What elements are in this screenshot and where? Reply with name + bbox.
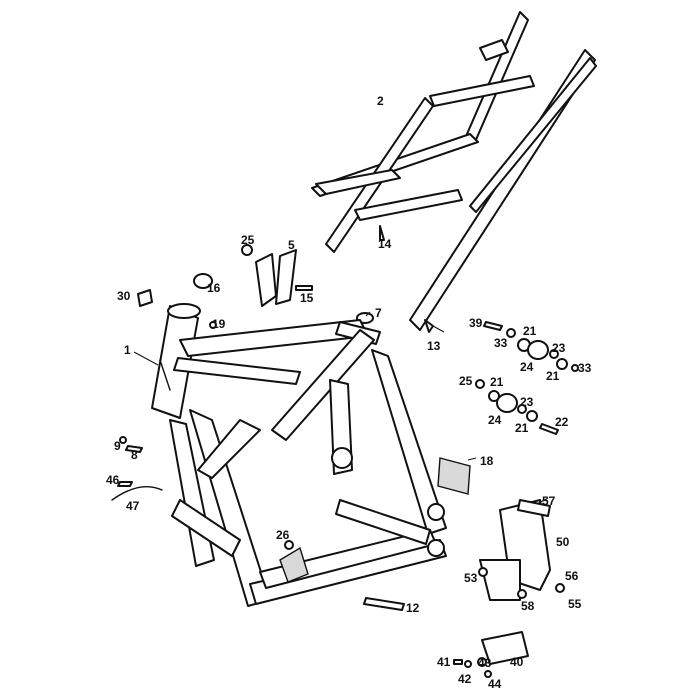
subframe-part — [311, 11, 597, 331]
callout-39: 39 — [469, 316, 483, 330]
callout-25a: 25 — [241, 233, 255, 247]
callout-21c: 21 — [490, 375, 504, 389]
callout-30: 30 — [117, 289, 131, 303]
callout-44: 44 — [488, 677, 502, 691]
callout-25b: 25 — [459, 374, 473, 388]
callout-5: 5 — [288, 238, 295, 252]
callout-16: 16 — [207, 281, 221, 295]
leader-lines — [133, 311, 549, 505]
callout-12: 12 — [406, 601, 420, 615]
callout-18: 18 — [480, 454, 494, 468]
callout-23b: 23 — [520, 395, 534, 409]
main-frame-part — [151, 303, 471, 607]
callout-21d: 21 — [515, 421, 529, 435]
callout-1: 1 — [124, 343, 131, 357]
callout-13: 13 — [427, 339, 441, 353]
callout-21a: 21 — [523, 324, 537, 338]
callout-58: 58 — [521, 599, 535, 613]
callout-55: 55 — [568, 597, 582, 611]
callout-46: 46 — [106, 473, 120, 487]
callout-33a: 33 — [494, 336, 508, 350]
swingarm-hardware — [475, 321, 579, 435]
callout-41: 41 — [437, 655, 451, 669]
lower-hardware — [111, 436, 565, 678]
callout-2: 2 — [377, 94, 384, 108]
callout-47: 47 — [126, 499, 140, 513]
callout-21b: 21 — [546, 369, 560, 383]
callout-53: 53 — [464, 571, 478, 585]
fasteners-upper — [137, 225, 434, 333]
callout-24b: 24 — [488, 413, 502, 427]
callout-43: 43 — [478, 656, 492, 670]
callout-24a: 24 — [520, 360, 534, 374]
callout-56: 56 — [565, 569, 579, 583]
callout-7: 7 — [375, 306, 382, 320]
callout-9: 9 — [114, 439, 121, 453]
callout-26: 26 — [276, 528, 290, 542]
callout-42: 42 — [458, 672, 472, 686]
callout-22: 22 — [555, 415, 569, 429]
callout-33b: 33 — [578, 361, 592, 375]
callout-50: 50 — [556, 535, 570, 549]
callout-15: 15 — [300, 291, 314, 305]
callout-8: 8 — [131, 448, 138, 462]
callout-23a: 23 — [552, 341, 566, 355]
callout-19: 19 — [212, 317, 226, 331]
callout-40: 40 — [510, 655, 524, 669]
callout-57: 57 — [542, 494, 556, 508]
callout-14: 14 — [378, 237, 392, 251]
callout-labels: 1 2 5 7 8 9 12 13 14 15 16 18 19 21 21 2… — [106, 94, 592, 691]
